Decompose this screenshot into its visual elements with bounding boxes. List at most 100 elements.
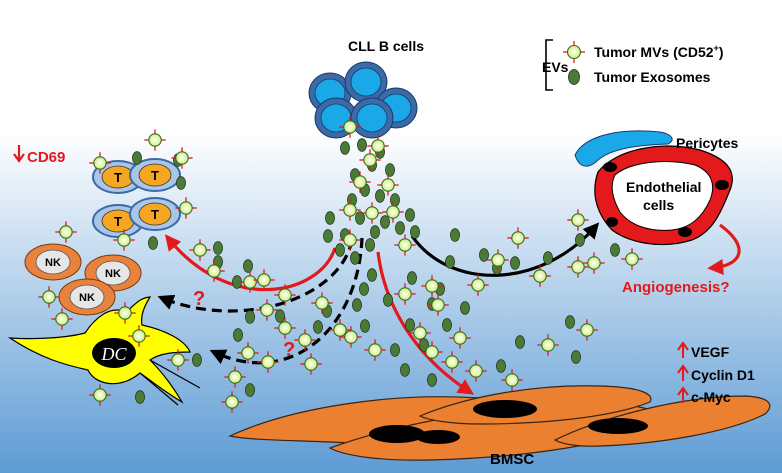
microvesicle-icon [256,299,278,321]
microvesicle-icon [367,135,389,157]
exosome-icon [367,268,377,282]
microvesicle-icon [38,286,60,308]
microvesicle-icon [364,339,386,361]
exosome-icon [148,236,158,250]
exosome-icon [352,298,362,312]
exosome-icon [335,243,345,257]
exosome-icon [365,238,375,252]
microvesicle-icon [467,274,489,296]
exosome-icon [245,383,255,397]
microvesicle-icon [311,292,333,314]
arrows [157,222,741,395]
exosome-icon [405,318,415,332]
up-arrow-icon [677,386,689,403]
endothelial-label: Endothelial [626,179,701,195]
microvesicle-icon [394,234,416,256]
t-cell: T [129,158,181,192]
microvesicle-icon [294,329,316,351]
t-cell-label: T [151,207,159,222]
exosome-icon [375,189,385,203]
bmsc-nucleus [588,418,648,434]
exosome-icon [450,228,460,242]
exosome-icon [515,335,525,349]
nk-cell-label: NK [45,257,61,269]
exosome-icon [340,141,350,155]
microvesicle-icon [253,269,275,291]
microvesicle-icon [144,129,166,151]
cll-b-cell [350,97,394,139]
exosome-icon [245,310,255,324]
exosome-icon [380,215,390,229]
exosome-icon [383,293,393,307]
microvesicle-icon [501,369,523,391]
microvesicle-icon [349,171,371,193]
arrow-to-t-cells [164,234,337,292]
microvesicle-icon [128,325,150,347]
endothelial-cells [594,145,733,246]
bmsc-nucleus [416,430,460,444]
t-cell-label: T [114,170,122,185]
microvesicle-icon [167,349,189,371]
question-mark-nk: ? [193,288,205,310]
exosome-icon [460,301,470,315]
exosome-icon [132,151,142,165]
microvesicle-icon [449,327,471,349]
microvesicle-icon [274,284,296,306]
microvesicles [38,116,643,413]
cyclin-d1-label: Cyclin D1 [691,367,755,383]
microvesicle-icon [224,366,246,388]
legend-tumor-exosomes: Tumor Exosomes [594,69,711,85]
microvesicle-icon [51,308,73,330]
bmsc-nucleus [369,425,425,443]
legend-bracket [545,39,553,91]
exosome-icon [410,225,420,239]
microvesicle-icon [89,384,111,406]
pericyte-body [574,130,673,167]
exosome-icon [213,241,223,255]
legend-tumor-mvs: Tumor MVs (CD52+) [594,43,723,60]
microvesicle-icon [274,317,296,339]
bmsc-cell [553,395,771,447]
microvesicle-icon [382,201,404,223]
t-cell: T [129,197,181,231]
exosome-icon [370,225,380,239]
exosome-icon [568,69,580,85]
microvesicle-icon [427,294,449,316]
arrow-to-angiogenesis [707,223,741,275]
microvesicle-icon [339,116,361,138]
exosome-icon [479,248,489,262]
angiogenesis-label: Angiogenesis? [622,279,730,296]
microvesicle-icon [257,351,279,373]
exosome-icon [243,259,253,273]
exosome-icon [135,390,145,404]
microvesicle-icon [394,283,416,305]
dc-dendrite [139,372,179,406]
microvesicle-icon [55,221,77,243]
t-cell-label: T [114,214,122,229]
exosome-icon [427,373,437,387]
question-mark-dc: ? [283,339,295,361]
microvesicle-icon [409,322,431,344]
exosome-icon [571,350,581,364]
exosome-icon [325,211,335,225]
exosome-icon [575,233,585,247]
arrow-to-endothelial [410,222,600,277]
endothelial-nucleus [678,227,692,237]
legend: EVs Tumor MVs (CD52+) Tumor Exosomes [542,39,723,91]
bmsc-nuclei [369,400,648,444]
endothelial-nucleus [606,217,618,227]
t-cell-label: T [151,168,159,183]
bmsc-nucleus [473,400,537,418]
exosome-icon [313,320,323,334]
microvesicle-icon [487,249,509,271]
nk-cell: NK [24,243,82,281]
nk-cell-label: NK [105,268,121,280]
microvesicle-icon [465,360,487,382]
exosome-icon [360,319,370,333]
microvesicle-icon [507,227,529,249]
microvesicle-icon [113,229,135,251]
exosome-icon [350,251,360,265]
exosome-icon [543,251,553,265]
